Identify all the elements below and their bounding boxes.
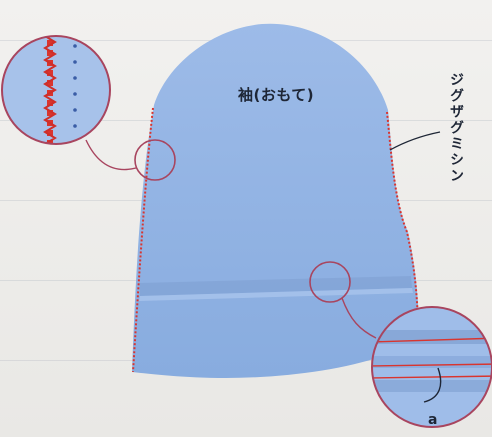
zigzag-leader-line bbox=[389, 131, 441, 151]
callout-connector-hem bbox=[341, 297, 377, 339]
hem-fold bbox=[140, 276, 412, 296]
magnified-hem-detail bbox=[371, 306, 492, 428]
callout-target-hem bbox=[309, 261, 351, 303]
marker-a-label: a bbox=[428, 412, 438, 428]
callout-target-left bbox=[134, 139, 176, 181]
zigzag-stitch-label: ジグザグミシン bbox=[448, 72, 464, 184]
zigzag-stitch-left bbox=[132, 107, 154, 373]
sleeve-fabric bbox=[132, 23, 419, 379]
zigzag-stitch-right bbox=[386, 111, 419, 337]
hem-fold-highlight bbox=[139, 288, 413, 301]
magnified-zigzag-detail bbox=[1, 35, 111, 145]
callout-connector-left bbox=[85, 139, 137, 171]
sleeve-front-label: 袖(おもて) bbox=[238, 86, 315, 104]
